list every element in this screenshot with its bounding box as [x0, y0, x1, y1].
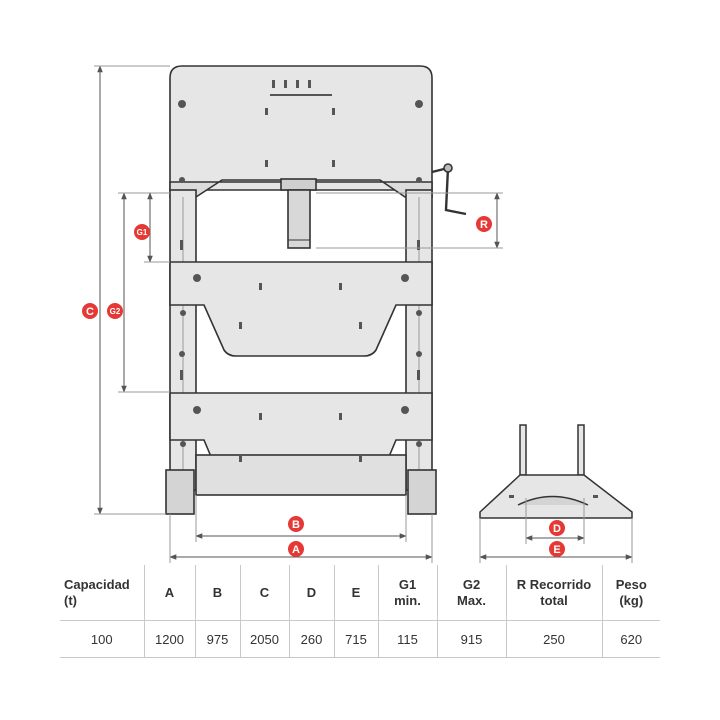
header-b: B: [194, 565, 241, 621]
dimension-lines: [94, 65, 633, 563]
cell-g2: 915: [436, 620, 507, 658]
marker-A-text: A: [292, 544, 300, 556]
marker-A: A: [288, 541, 304, 557]
side-left-column: [519, 424, 527, 476]
cell-recorrido: 250: [505, 620, 603, 658]
press-technical-drawing: C G2 G1 R B A D E: [82, 65, 633, 563]
marker-D-text: D: [553, 523, 561, 535]
press-front-view: [165, 65, 467, 515]
header-e: E: [333, 565, 379, 621]
marker-C-text: C: [86, 306, 94, 318]
pump-crank: [431, 166, 467, 216]
left-foot: [165, 469, 195, 515]
press-side-view: [479, 424, 633, 519]
marker-B: B: [288, 516, 304, 532]
cell-a: 1200: [143, 620, 196, 658]
table-row: 100 1200 975 2050 260 715 115 915 250 62…: [60, 620, 660, 658]
ram: [287, 189, 311, 249]
base-rail: [195, 454, 407, 496]
marker-G1-text: G1: [137, 228, 148, 237]
cell-e: 715: [333, 620, 379, 658]
marker-R-text: R: [480, 219, 488, 231]
hydraulic-cylinder: [280, 178, 317, 191]
header-peso: Peso(kg): [601, 565, 660, 621]
marker-R: R: [476, 216, 492, 232]
cell-c: 2050: [239, 620, 290, 658]
right-foot: [407, 469, 437, 515]
cell-b: 975: [194, 620, 241, 658]
cell-peso: 620: [601, 620, 660, 658]
side-right-column: [577, 424, 585, 476]
cell-d: 260: [288, 620, 335, 658]
marker-C: C: [82, 303, 98, 319]
cell-g1: 115: [377, 620, 438, 658]
marker-G1: G1: [134, 224, 150, 240]
header-d: D: [288, 565, 335, 621]
marker-E: E: [549, 541, 565, 557]
top-head-plate: [169, 65, 433, 191]
middle-bolster: [169, 261, 433, 357]
header-capacidad: Capacidad(t): [60, 565, 145, 621]
header-c: C: [239, 565, 290, 621]
header-a: A: [143, 565, 196, 621]
marker-E-text: E: [553, 544, 560, 556]
cell-capacidad: 100: [60, 620, 145, 658]
marker-D: D: [549, 520, 565, 536]
plate-fasteners: [178, 80, 423, 462]
marker-G2-text: G2: [110, 307, 121, 316]
marker-B-text: B: [292, 519, 300, 531]
marker-G2: G2: [107, 303, 123, 319]
